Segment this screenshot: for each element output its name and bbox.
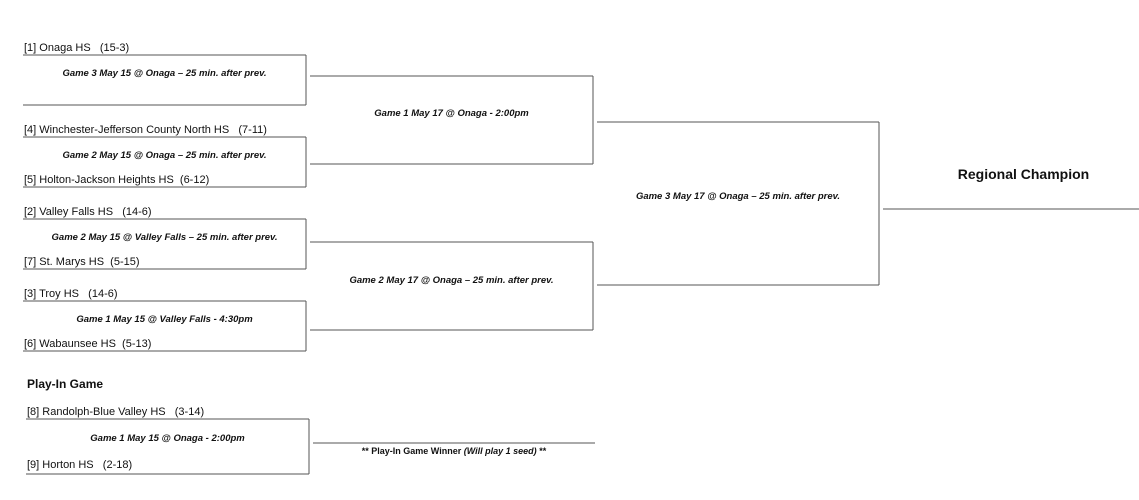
team-troy: [3] Troy HS (14-6) bbox=[24, 288, 118, 300]
play-in-winner-note-italic: (Will play 1 seed) bbox=[463, 446, 537, 456]
team-wabaunsee: [6] Wabaunsee HS (5-13) bbox=[24, 338, 152, 350]
game-r1m2: Game 2 May 15 @ Onaga – 25 min. after pr… bbox=[62, 150, 267, 161]
game-r1m4: Game 1 May 15 @ Valley Falls - 4:30pm bbox=[76, 314, 253, 325]
game-semifinal-1: Game 1 May 17 @ Onaga - 2:00pm bbox=[374, 108, 529, 119]
play-in-winner-note: ** Play-In Game Winner (Will play 1 seed… bbox=[313, 445, 595, 457]
team-onaga: [1] Onaga HS (15-3) bbox=[24, 42, 130, 54]
game-r1m3: Game 2 May 15 @ Valley Falls – 25 min. a… bbox=[51, 232, 278, 243]
team-horton: [9] Horton HS (2-18) bbox=[27, 459, 133, 471]
team-randolph-blue-valley: [8] Randolph-Blue Valley HS (3-14) bbox=[27, 406, 205, 418]
regional-champion-label: Regional Champion bbox=[957, 166, 1090, 182]
team-st-marys: [7] St. Marys HS (5-15) bbox=[24, 256, 140, 268]
play-in-winner-note-prefix: ** Play-In Game Winner bbox=[361, 446, 464, 456]
team-valley-falls: [2] Valley Falls HS (14-6) bbox=[24, 206, 152, 218]
game-play-in: Game 1 May 15 @ Onaga - 2:00pm bbox=[90, 433, 245, 444]
game-final: Game 3 May 17 @ Onaga – 25 min. after pr… bbox=[635, 191, 841, 202]
team-holton-jackson-heights: [5] Holton-Jackson Heights HS (6-12) bbox=[24, 174, 210, 186]
play-in-winner-note-suffix: ** bbox=[536, 446, 547, 456]
game-semifinal-2: Game 2 May 17 @ Onaga – 25 min. after pr… bbox=[349, 275, 554, 286]
play-in-heading: Play-In Game bbox=[27, 377, 104, 391]
team-winchester-jefferson-county-north: [4] Winchester-Jefferson County North HS… bbox=[24, 124, 267, 136]
game-r1m1: Game 3 May 15 @ Onaga – 25 min. after pr… bbox=[62, 68, 267, 79]
